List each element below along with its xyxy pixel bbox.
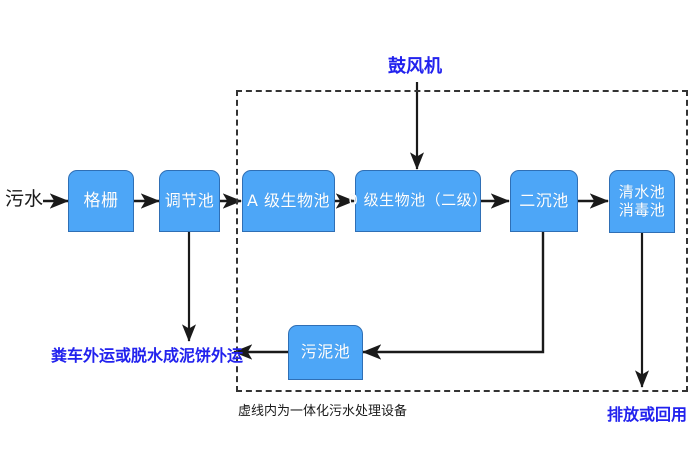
secondary-settling-node[interactable]: 二沉池 [510,170,578,232]
integrated-equipment-boundary [236,90,688,392]
diagram-caption: 虚线内为一体化污水处理设备 [238,404,408,419]
secondary-settling-node-label: 二沉池 [519,190,569,210]
arrow-secondary-to-sludge [362,232,545,360]
a-stage-bio-tank-node[interactable]: A 级生物池 [242,170,335,232]
o-stage-bio-tank-node-label: 0 级生物池（二级） [348,191,488,210]
clearwater-disinfection-node[interactable]: 清水池 消毒池 [609,170,675,233]
o-stage-bio-tank-node[interactable]: 0 级生物池（二级） [348,170,487,232]
regulating-tank-node[interactable]: 调节池 [159,170,220,232]
a-stage-bio-tank-node-label: A 级生物池 [246,190,331,210]
clearwater-node-label-line1: 清水池 [618,182,666,201]
outlet-label: 排放或回用 [607,405,688,424]
sludge-tank-node[interactable]: 污泥池 [288,325,363,380]
clearwater-node-label-line2: 消毒池 [618,200,666,219]
grating-node[interactable]: 格栅 [68,170,134,232]
regulating-tank-node-label: 调节池 [164,190,215,210]
grating-node-label: 格栅 [83,190,119,211]
blower-label: 鼓风机 [388,56,442,77]
sludge-tank-node-label: 污泥池 [300,342,351,362]
sludge-disposal-label: 粪车外运或脱水成泥饼外运 [51,346,244,365]
inlet-label: 污水 [5,188,44,210]
